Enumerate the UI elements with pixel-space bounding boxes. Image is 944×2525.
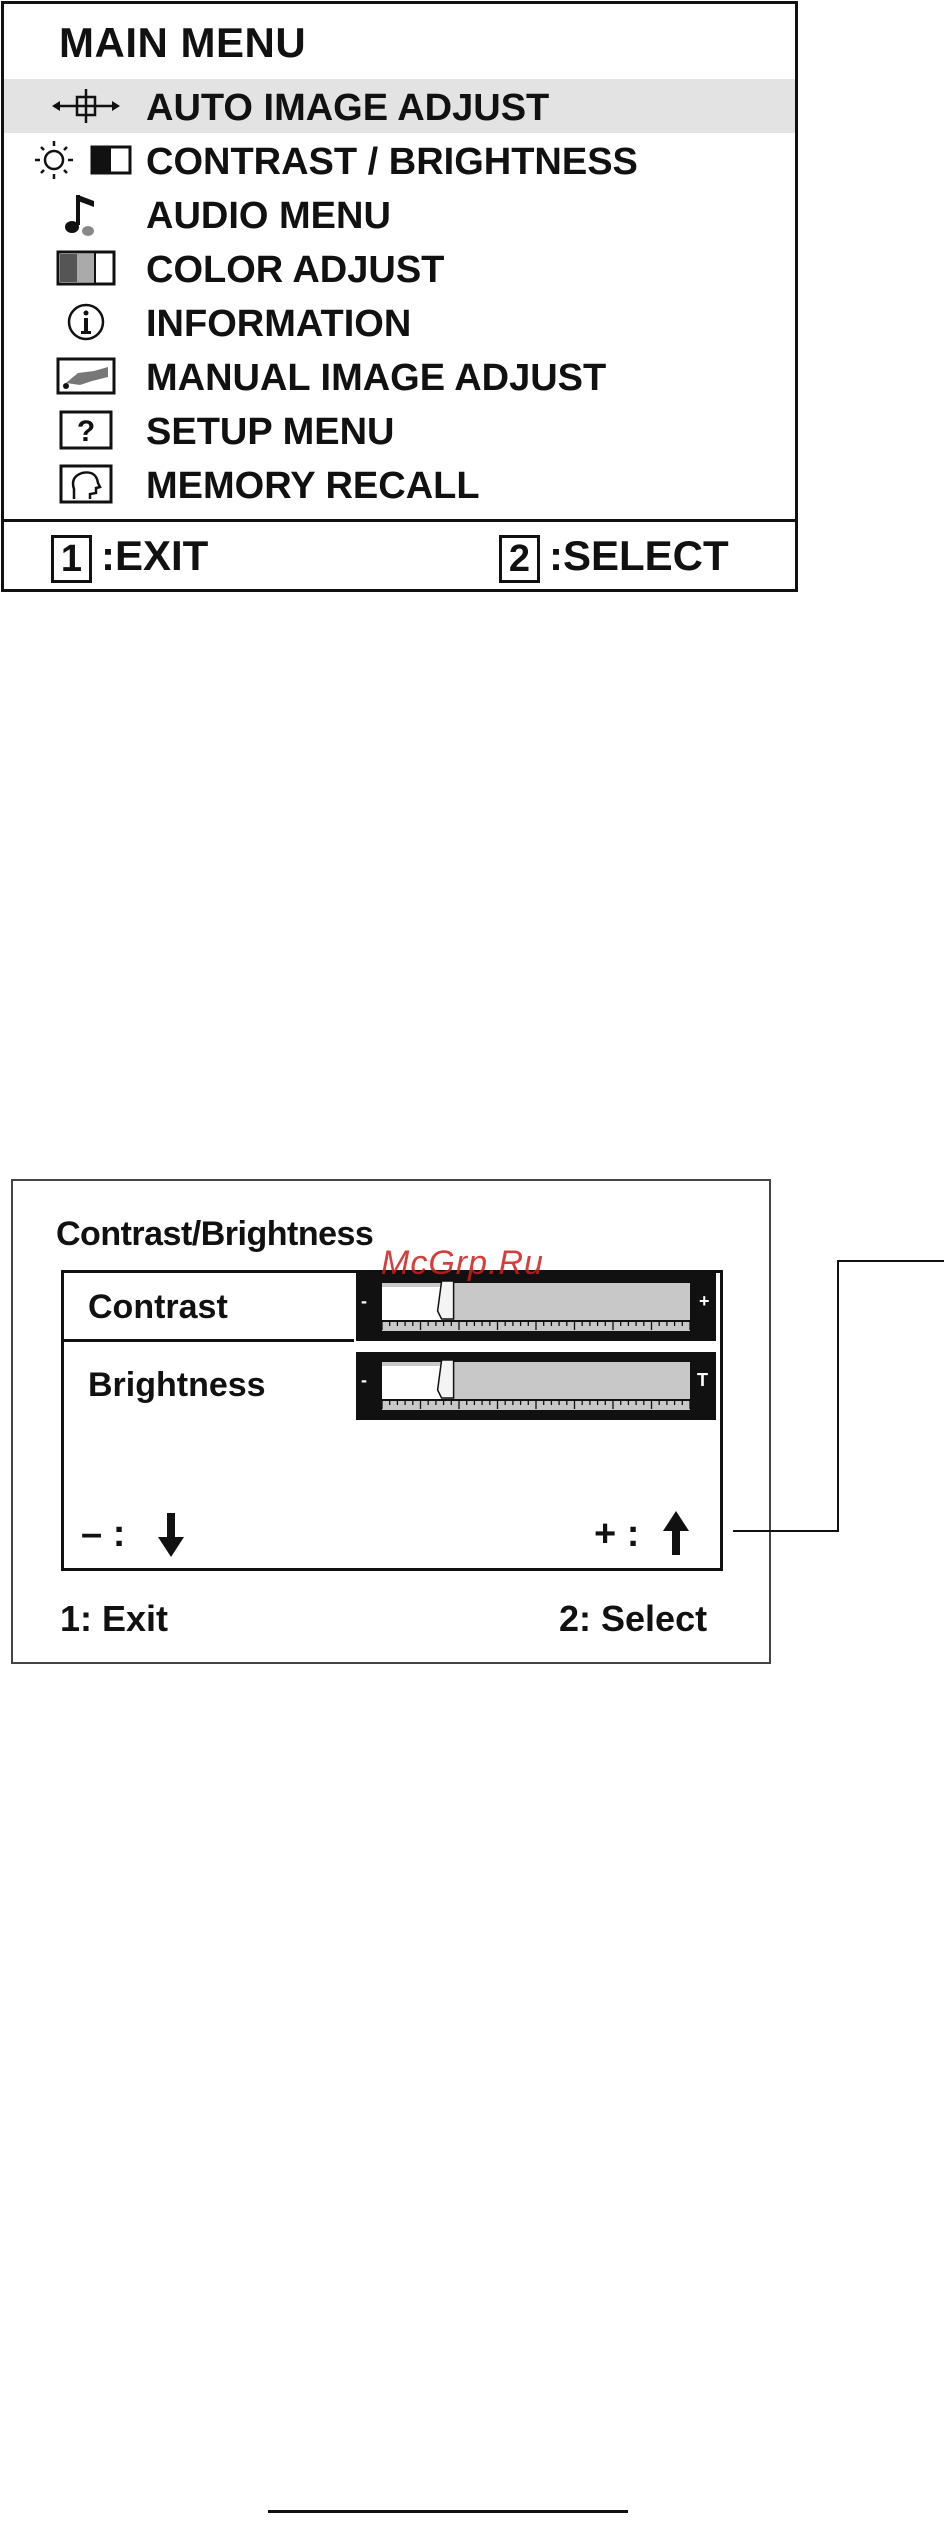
menu-item-memory-recall[interactable]: MEMORY RECALL xyxy=(4,457,795,511)
arrow-down-icon[interactable] xyxy=(156,1511,186,1564)
menu-item-manual-image-adjust[interactable]: MANUAL IMAGE ADJUST xyxy=(4,349,795,403)
increase-hint: + : xyxy=(594,1513,639,1556)
slider-track xyxy=(356,1273,716,1341)
page-rule xyxy=(268,2510,628,2513)
menu-item-information[interactable]: INFORMATION xyxy=(4,295,795,349)
menu-item-color-adjust[interactable]: COLOR ADJUST xyxy=(4,241,795,295)
menu-item-setup-menu[interactable]: ? SETUP MENU xyxy=(4,403,795,457)
select-key[interactable]: 2 xyxy=(499,535,540,583)
menu-item-label: SETUP MENU xyxy=(146,411,394,454)
brightness-slider[interactable]: - T xyxy=(356,1352,716,1420)
menu-item-label: MANUAL IMAGE ADJUST xyxy=(146,357,606,400)
menu-item-label: COLOR ADJUST xyxy=(146,249,444,292)
question-box-icon: ? xyxy=(4,403,144,457)
info-circle-icon xyxy=(4,295,144,349)
main-menu-footer: 1 :EXIT 2 :SELECT xyxy=(4,519,795,589)
arrow-up-icon[interactable] xyxy=(661,1509,691,1564)
color-bars-icon xyxy=(4,241,144,295)
music-note-icon xyxy=(4,187,144,241)
slider-plus-sign: + xyxy=(699,1291,710,1312)
main-menu: MAIN MENU AUTO IMAGE ADJUST xyxy=(1,1,798,592)
menu-item-label: INFORMATION xyxy=(146,303,411,346)
adjustment-panel: Contrast - + Brightness - T – : + : xyxy=(61,1270,723,1571)
slider-minus-sign: - xyxy=(361,1370,367,1391)
slider-level-fill xyxy=(382,1366,444,1400)
select-label: :SELECT xyxy=(549,532,729,580)
row-divider xyxy=(64,1339,354,1342)
menu-item-audio-menu[interactable]: AUDIO MENU xyxy=(4,187,795,241)
menu-item-auto-image-adjust[interactable]: AUTO IMAGE ADJUST xyxy=(4,79,795,133)
contrast-label: Contrast xyxy=(88,1288,228,1327)
brightness-label: Brightness xyxy=(88,1366,266,1405)
memory-head-icon xyxy=(4,457,144,511)
slider-plus-sign: T xyxy=(697,1370,708,1391)
menu-item-label: MEMORY RECALL xyxy=(146,465,480,508)
menu-item-label: AUDIO MENU xyxy=(146,195,391,238)
exit-key[interactable]: 1 xyxy=(51,535,92,583)
contrast-slider[interactable]: - + xyxy=(356,1273,716,1341)
menu-item-label: CONTRAST / BRIGHTNESS xyxy=(146,141,638,184)
menu-item-label: AUTO IMAGE ADJUST xyxy=(146,87,549,130)
menu-item-contrast-brightness[interactable]: CONTRAST / BRIGHTNESS xyxy=(4,133,795,187)
slider-minus-sign: - xyxy=(361,1291,367,1312)
decrease-hint: – : xyxy=(81,1513,125,1556)
dialog-title: Contrast/Brightness xyxy=(56,1215,373,1254)
move-arrows-icon xyxy=(4,79,144,133)
slider-level-fill xyxy=(382,1287,444,1321)
exit-label: :EXIT xyxy=(101,532,208,580)
hand-image-icon xyxy=(4,349,144,403)
slider-track xyxy=(356,1352,716,1420)
svg-text:?: ? xyxy=(77,415,95,448)
watermark: McGrp.Ru xyxy=(381,1244,544,1283)
main-menu-list: AUTO IMAGE ADJUST CONTRAST / BRIGHTNESS xyxy=(4,79,795,511)
main-menu-title: MAIN MENU xyxy=(59,19,306,67)
sun-contrast-icon xyxy=(4,133,144,187)
select-label: 2: Select xyxy=(559,1598,707,1640)
exit-label: 1: Exit xyxy=(60,1598,168,1640)
